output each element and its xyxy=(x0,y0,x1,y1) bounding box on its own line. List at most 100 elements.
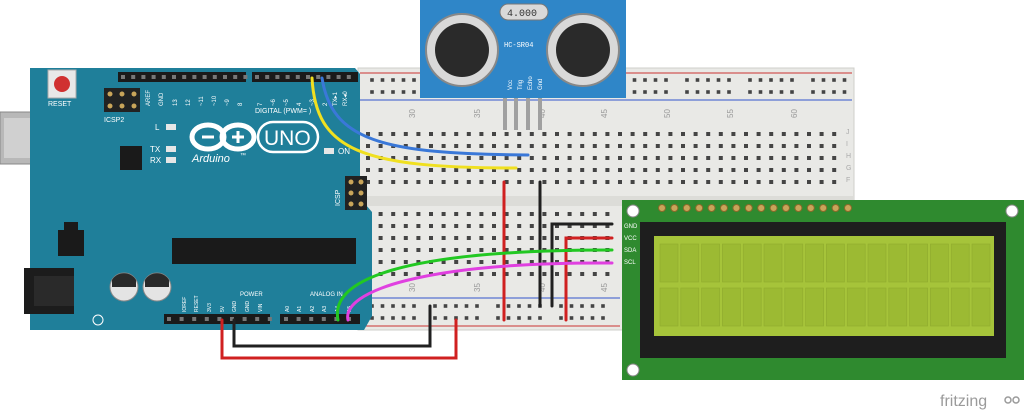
bb-rail-hole xyxy=(412,304,416,308)
bb-hole xyxy=(756,156,761,160)
lcd-char-cell xyxy=(909,287,928,327)
bb-hole xyxy=(403,260,408,264)
bb-hole xyxy=(504,248,509,252)
lcd-top-pad xyxy=(720,204,728,212)
lcd-char-cell xyxy=(805,243,824,283)
lcd-char-cell xyxy=(701,243,720,283)
bb-hole xyxy=(693,180,698,184)
bb-hole xyxy=(630,144,635,148)
wire-green-sda xyxy=(335,248,614,322)
bb-hole xyxy=(466,144,471,148)
bb-hole xyxy=(567,144,572,148)
bb-hole xyxy=(416,168,421,172)
digital-header-left xyxy=(118,72,246,82)
bb-hole xyxy=(555,260,559,264)
wire-black-lcd-gnd xyxy=(550,222,614,308)
bb-hole xyxy=(429,132,433,136)
wire-blue-echo xyxy=(320,76,530,157)
bb-rail-hole xyxy=(580,304,584,308)
bb-hole xyxy=(794,144,799,148)
lcd-char-cell xyxy=(722,287,741,327)
header-pin xyxy=(182,75,187,79)
bb-hole xyxy=(492,132,496,136)
bb-hole xyxy=(668,168,673,172)
bb-hole xyxy=(504,156,509,160)
header-pin xyxy=(242,317,247,321)
bb-hole xyxy=(605,224,610,228)
bb-hole xyxy=(441,224,446,228)
bb-rail-hole xyxy=(380,90,385,94)
bb-hole xyxy=(403,156,408,160)
sensor-leg-gnd xyxy=(538,98,542,130)
bb-hole xyxy=(643,168,648,172)
bb-rail-hole xyxy=(632,90,637,94)
bb-rail-hole xyxy=(454,316,458,320)
bb-num-bottom-35: 35 xyxy=(473,283,482,292)
bb-rail-hole xyxy=(475,304,479,308)
bb-rail-hole xyxy=(832,78,836,82)
bb-hole xyxy=(416,144,421,148)
bb-hole xyxy=(378,168,383,172)
bb-hole xyxy=(479,272,484,276)
bb-hole xyxy=(492,248,496,252)
bb-rail-hole xyxy=(433,316,437,320)
bb-hole xyxy=(391,260,396,264)
bb-row-i: I xyxy=(846,141,848,148)
bb-hole xyxy=(466,156,471,160)
bb-hole xyxy=(756,144,761,148)
bb-hole xyxy=(769,144,774,148)
bb-hole xyxy=(378,248,383,252)
digital-label: DIGITAL (PWM= ) xyxy=(255,108,311,115)
on-led xyxy=(324,148,334,154)
bb-hole xyxy=(504,180,509,184)
header-pin xyxy=(336,75,341,79)
lcd-char-cell xyxy=(950,287,970,327)
bb-hole xyxy=(429,212,433,216)
bb-hole xyxy=(832,180,837,184)
bb-rail-hole xyxy=(391,304,395,308)
bb-hole xyxy=(454,156,459,160)
bb-hole xyxy=(567,212,572,216)
bb-hole xyxy=(441,144,446,148)
bb-hole xyxy=(429,180,433,184)
bb-hole xyxy=(592,156,597,160)
uno-label: UNO xyxy=(264,127,311,150)
bb-hole xyxy=(681,144,685,148)
bb-hole xyxy=(492,212,496,216)
bb-rail-hole xyxy=(496,304,500,308)
bb-rail-hole xyxy=(401,78,406,82)
bb-rail-hole xyxy=(758,90,763,94)
bb-rail-hole xyxy=(464,316,469,320)
sensor-leg-vcc xyxy=(503,98,507,130)
reset-button-cap xyxy=(54,76,70,92)
lcd-char-cell xyxy=(805,287,824,327)
capacitor-right-mark xyxy=(145,273,169,287)
bb-hole xyxy=(807,132,811,136)
lcd-mount-hole-tl xyxy=(626,204,640,218)
bb-hole xyxy=(454,132,459,136)
bb-hole xyxy=(794,168,799,172)
bb-hole xyxy=(403,180,408,184)
lcd-char-cell xyxy=(867,287,887,327)
bottom-rail-holes xyxy=(370,304,605,320)
bb-rail-hole xyxy=(758,78,763,82)
bb-hole xyxy=(580,212,585,216)
digital-pin-label: 4 xyxy=(297,102,303,106)
bb-hole xyxy=(441,260,446,264)
header-pin xyxy=(223,75,227,79)
bb-hole xyxy=(756,180,761,184)
bb-hole xyxy=(744,144,748,148)
bb-row-h: H xyxy=(846,153,851,160)
atmega-chip xyxy=(172,238,356,264)
lcd-top-pad xyxy=(844,204,852,212)
lcd-mount-hole-tr xyxy=(1005,204,1019,218)
bb-hole xyxy=(416,236,421,240)
bb-hole xyxy=(819,180,824,184)
analog-pin-label: A3 xyxy=(322,306,328,312)
bb-hole xyxy=(416,180,421,184)
bb-hole xyxy=(819,132,824,136)
bb-hole xyxy=(542,224,547,228)
header-pin xyxy=(151,75,156,79)
digital-pin-label: ~3 xyxy=(310,98,316,106)
lcd-char-cell xyxy=(888,243,908,283)
